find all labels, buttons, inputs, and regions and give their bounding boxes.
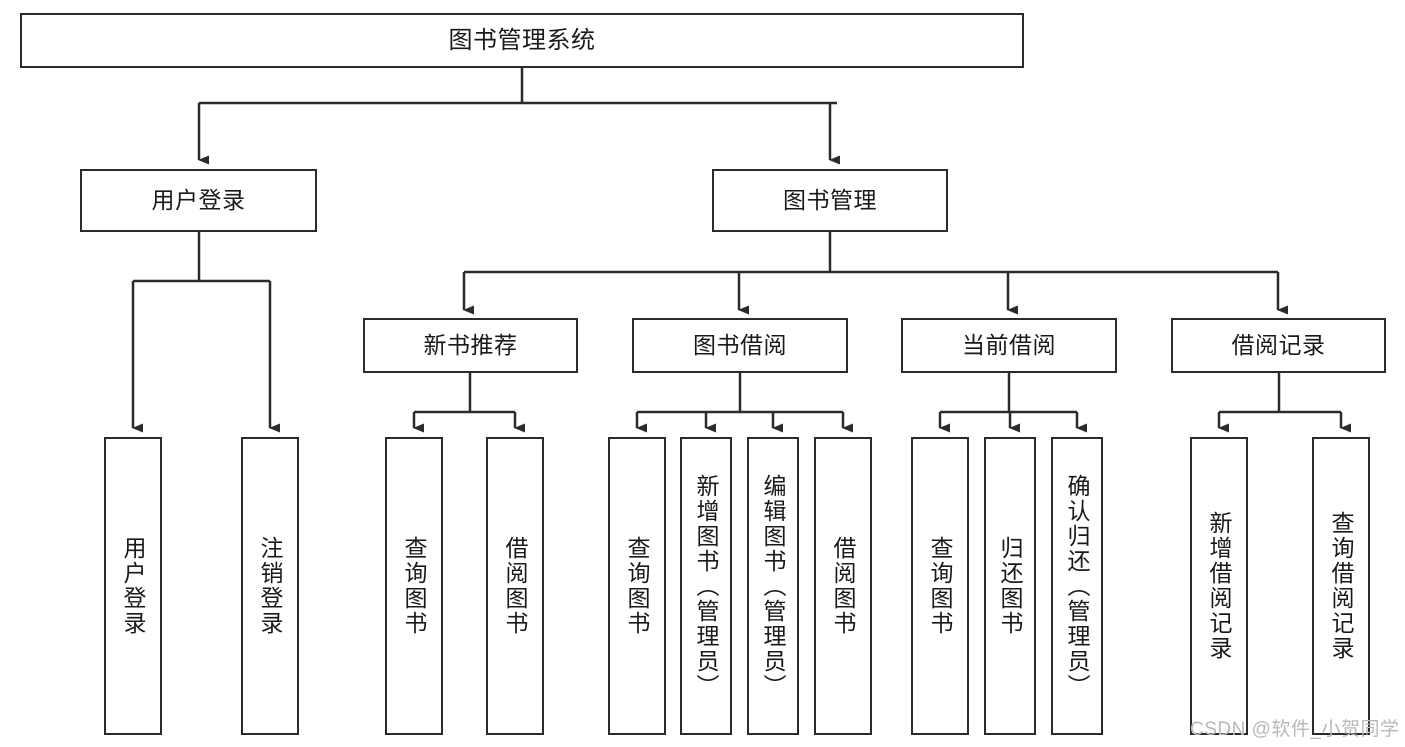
leaf-borrow-book-recommend[interactable]: 借阅图书 [486, 437, 544, 735]
leaf-query-book-label: 查询图书 [624, 536, 651, 636]
leaf-query-book-recommend-label: 查询图书 [401, 536, 428, 636]
leaf-user-logout[interactable]: 注销登录 [241, 437, 299, 735]
leaf-query-book-current[interactable]: 查询图书 [911, 437, 969, 735]
node-book-borrow[interactable]: 图书借阅 [632, 318, 848, 373]
leaf-add-borrow-record[interactable]: 新增借阅记录 [1190, 437, 1248, 735]
node-borrow-records-label: 借阅记录 [1231, 332, 1326, 359]
node-book-management-label: 图书管理 [783, 187, 877, 214]
node-root-system[interactable]: 图书管理系统 [20, 13, 1024, 68]
node-root-label: 图书管理系统 [448, 26, 596, 54]
leaf-return-book[interactable]: 归还图书 [984, 437, 1036, 735]
node-user-login[interactable]: 用户登录 [80, 169, 317, 232]
leaf-add-book-admin[interactable]: 新增图书（管理员） [680, 437, 732, 735]
node-current-borrow[interactable]: 当前借阅 [901, 318, 1117, 373]
leaf-query-borrow-record-label: 查询借阅记录 [1328, 511, 1355, 661]
leaf-add-borrow-record-label: 新增借阅记录 [1206, 511, 1233, 661]
leaf-query-borrow-record[interactable]: 查询借阅记录 [1312, 437, 1370, 735]
node-current-borrow-label: 当前借阅 [962, 332, 1056, 359]
leaf-query-book-current-label: 查询图书 [927, 536, 954, 636]
leaf-borrow-book-recommend-label: 借阅图书 [502, 536, 529, 636]
leaf-query-book[interactable]: 查询图书 [608, 437, 666, 735]
leaf-user-login-label: 用户登录 [120, 536, 147, 636]
node-user-login-label: 用户登录 [151, 187, 246, 214]
node-book-management[interactable]: 图书管理 [712, 169, 948, 232]
node-book-borrow-label: 图书借阅 [693, 332, 787, 359]
leaf-confirm-return-admin-label: 确认归还（管理员） [1064, 473, 1091, 699]
leaf-edit-book-admin[interactable]: 编辑图书（管理员） [747, 437, 799, 735]
leaf-user-login[interactable]: 用户登录 [104, 437, 162, 735]
node-new-book-recommend[interactable]: 新书推荐 [363, 318, 578, 373]
leaf-lend-book[interactable]: 借阅图书 [814, 437, 872, 735]
leaf-return-book-label: 归还图书 [997, 536, 1024, 636]
leaf-user-logout-label: 注销登录 [257, 536, 284, 636]
leaf-lend-book-label: 借阅图书 [830, 536, 857, 636]
csdn-watermark: CSDN @软件_小贺同学 [1190, 719, 1400, 740]
leaf-edit-book-admin-label: 编辑图书（管理员） [760, 473, 787, 699]
node-borrow-records[interactable]: 借阅记录 [1171, 318, 1386, 373]
leaf-query-book-recommend[interactable]: 查询图书 [385, 437, 443, 735]
leaf-add-book-admin-label: 新增图书（管理员） [693, 473, 720, 699]
node-new-book-recommend-label: 新书推荐 [423, 332, 518, 359]
leaf-confirm-return-admin[interactable]: 确认归还（管理员） [1051, 437, 1103, 735]
